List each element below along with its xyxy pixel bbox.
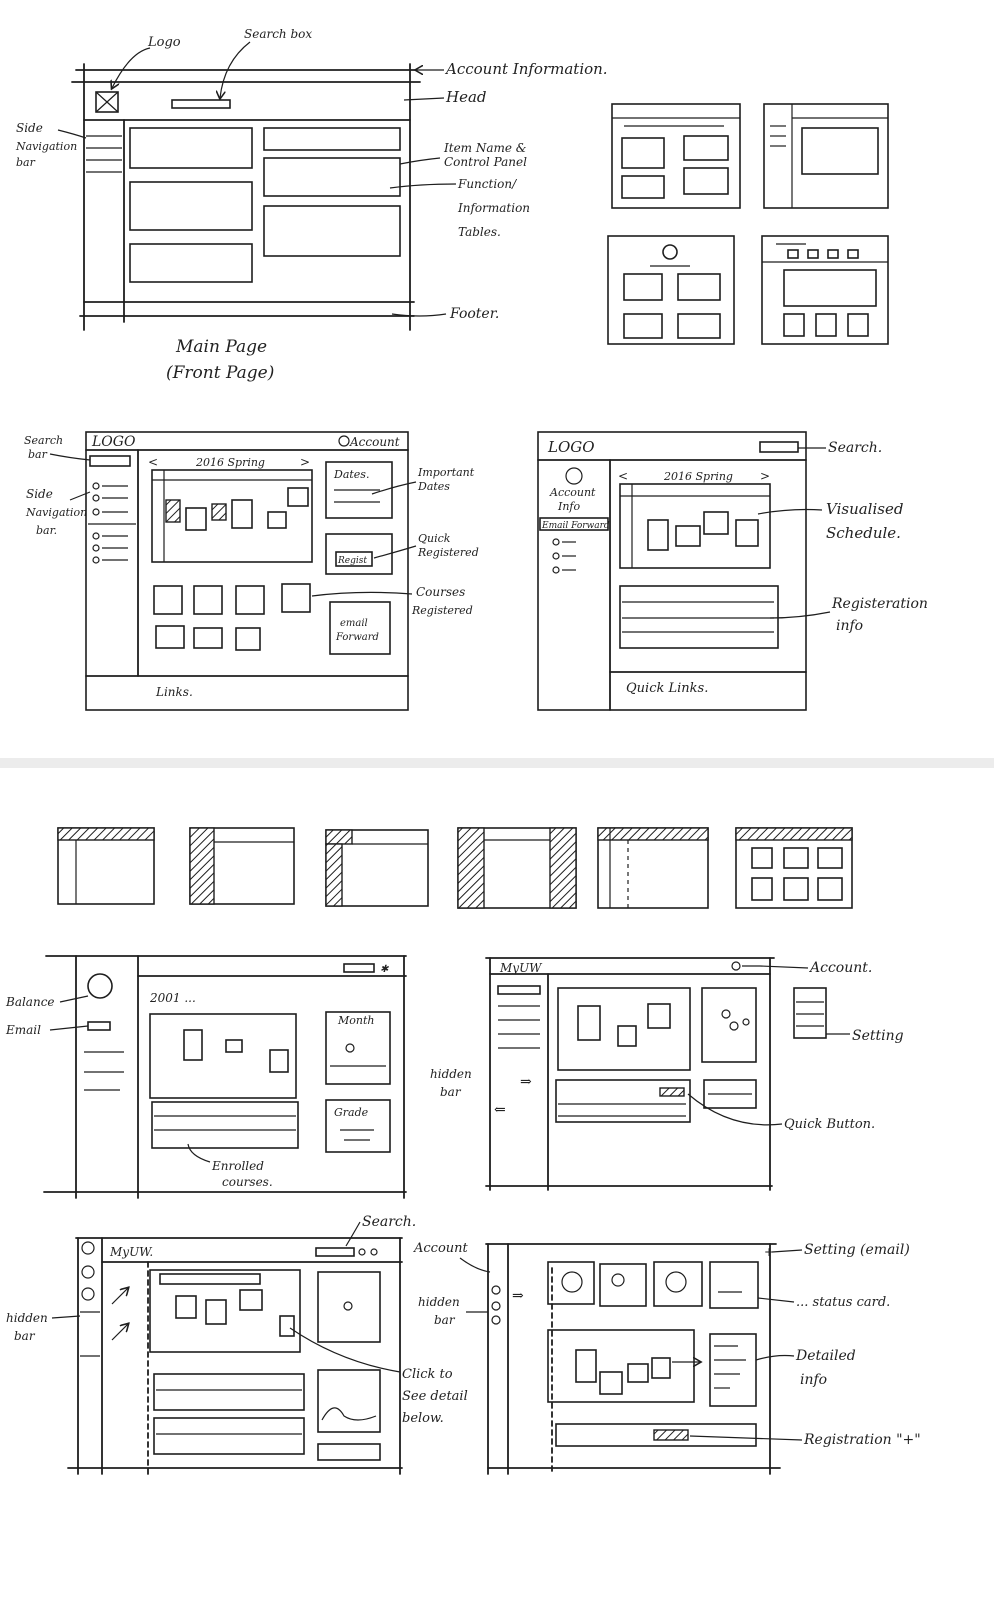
ann-search-c: Search. <box>362 1214 416 1230</box>
ann-setting-b: Setting <box>852 1028 904 1044</box>
left-footer-text: Links. <box>155 685 193 699</box>
account-information-label: Account Information. <box>444 60 608 78</box>
ann-side-nav-1: Side <box>26 487 53 501</box>
side-nav-label-2: Navigation <box>15 140 77 153</box>
ann-courses-registered-1: Courses <box>416 585 465 599</box>
ann-search: Search. <box>828 440 882 456</box>
ann-click-detail-2: See detail <box>402 1389 468 1404</box>
ann-visualised-2: Schedule. <box>826 524 901 542</box>
left-email-tag-1: email <box>340 618 368 629</box>
main-page-caption-2: (Front Page) <box>166 363 274 383</box>
svg-text:>: > <box>760 469 770 483</box>
ann-quick-button: Quick Button. <box>784 1117 875 1132</box>
ann-registration-1: Registeration <box>831 596 928 612</box>
main-page-caption-1: Main Page <box>175 337 267 357</box>
ann-detailed-info-2: info <box>800 1372 827 1388</box>
right-email-forward: Email Forward <box>541 521 610 531</box>
ann-registration-2: info <box>836 618 863 634</box>
right-account-info-2: Info <box>557 500 581 513</box>
ann-hidden-bar-b-2: bar <box>440 1085 462 1099</box>
ann-important-dates-2: Dates <box>417 480 450 493</box>
item-name-label-2: Control Panel <box>444 155 527 169</box>
svg-text:<: < <box>148 455 158 469</box>
left-email-tag-2: Forward <box>335 632 379 643</box>
sketch-a-grade: Grade <box>334 1106 369 1119</box>
svg-text:✱: ✱ <box>380 964 389 975</box>
svg-text:>: > <box>300 455 310 469</box>
ann-account-d: Account <box>413 1241 469 1256</box>
logo-label: Logo <box>147 35 181 50</box>
right-account-info-1: Account <box>549 486 596 499</box>
function-label-2: Information <box>457 201 530 215</box>
left-dates-tag: Dates. <box>333 468 369 481</box>
side-nav-label-1: Side <box>16 121 43 135</box>
ann-hidden-bar-b-1: hidden <box>430 1067 472 1081</box>
svg-text:⇒: ⇒ <box>512 1288 524 1304</box>
function-label-1: Function/ <box>457 177 518 191</box>
section-separator <box>0 758 994 768</box>
ann-visualised-1: Visualised <box>826 500 903 518</box>
left-register-tag: Regist <box>337 556 367 566</box>
sketch-a-semester: 2001 ... <box>149 991 196 1005</box>
function-label-3: Tables. <box>458 225 501 239</box>
sketch-b-title: MyUW <box>499 961 543 975</box>
left-semester-text: 2016 Spring <box>195 456 265 469</box>
right-logo-text: LOGO <box>547 438 595 456</box>
head-label: Head <box>445 88 487 106</box>
right-footer-text: Quick Links. <box>626 681 708 696</box>
side-nav-label-3: bar <box>16 156 36 169</box>
ann-quick-registered-1: Quick <box>418 532 451 545</box>
right-semester-text: 2016 Spring <box>663 470 733 483</box>
ann-hidden-bar-d-2: bar <box>434 1313 456 1327</box>
ann-courses-registered-2: Registered <box>411 604 473 617</box>
svg-text:⇐: ⇐ <box>494 1102 506 1118</box>
ann-click-detail-1: Click to <box>402 1367 453 1382</box>
ann-account-b: Account. <box>808 960 872 976</box>
ann-status-card: ... status card. <box>796 1295 890 1310</box>
sketch-c-title: MyUW. <box>109 1245 153 1259</box>
footer-label: Footer. <box>449 306 499 322</box>
ann-hidden-bar-c-1: hidden <box>6 1311 48 1325</box>
svg-text:⇒: ⇒ <box>520 1074 532 1090</box>
ann-detailed-info-1: Detailed <box>795 1348 856 1364</box>
item-name-label-1: Item Name & <box>443 141 527 155</box>
ann-email: Email <box>5 1023 41 1037</box>
left-account-text: Account <box>349 435 400 449</box>
ann-enrolled-2: courses. <box>222 1175 273 1189</box>
ann-hidden-bar-c-2: bar <box>14 1329 36 1343</box>
ann-important-dates-1: Important <box>417 466 475 479</box>
ann-balance: Balance <box>5 995 55 1009</box>
search-box-label: Search box <box>244 27 312 41</box>
left-logo-text: LOGO <box>91 434 136 450</box>
ann-search-bar-2: bar <box>28 448 48 461</box>
ann-side-nav-3: bar. <box>36 524 57 537</box>
ann-click-detail-3: below. <box>402 1411 444 1426</box>
ann-quick-registered-2: Registered <box>417 546 479 559</box>
ann-hidden-bar-d-1: hidden <box>418 1295 460 1309</box>
sketch-a-month: Month <box>337 1014 374 1027</box>
ann-side-nav-2: Navigation <box>25 506 87 519</box>
ann-setting-email: Setting (email) <box>804 1242 910 1258</box>
ann-registration-plus: Registration "+" <box>803 1432 921 1448</box>
ann-enrolled-1: Enrolled <box>211 1159 264 1173</box>
svg-text:<: < <box>618 469 628 483</box>
ann-search-bar-1: Search <box>24 434 63 447</box>
